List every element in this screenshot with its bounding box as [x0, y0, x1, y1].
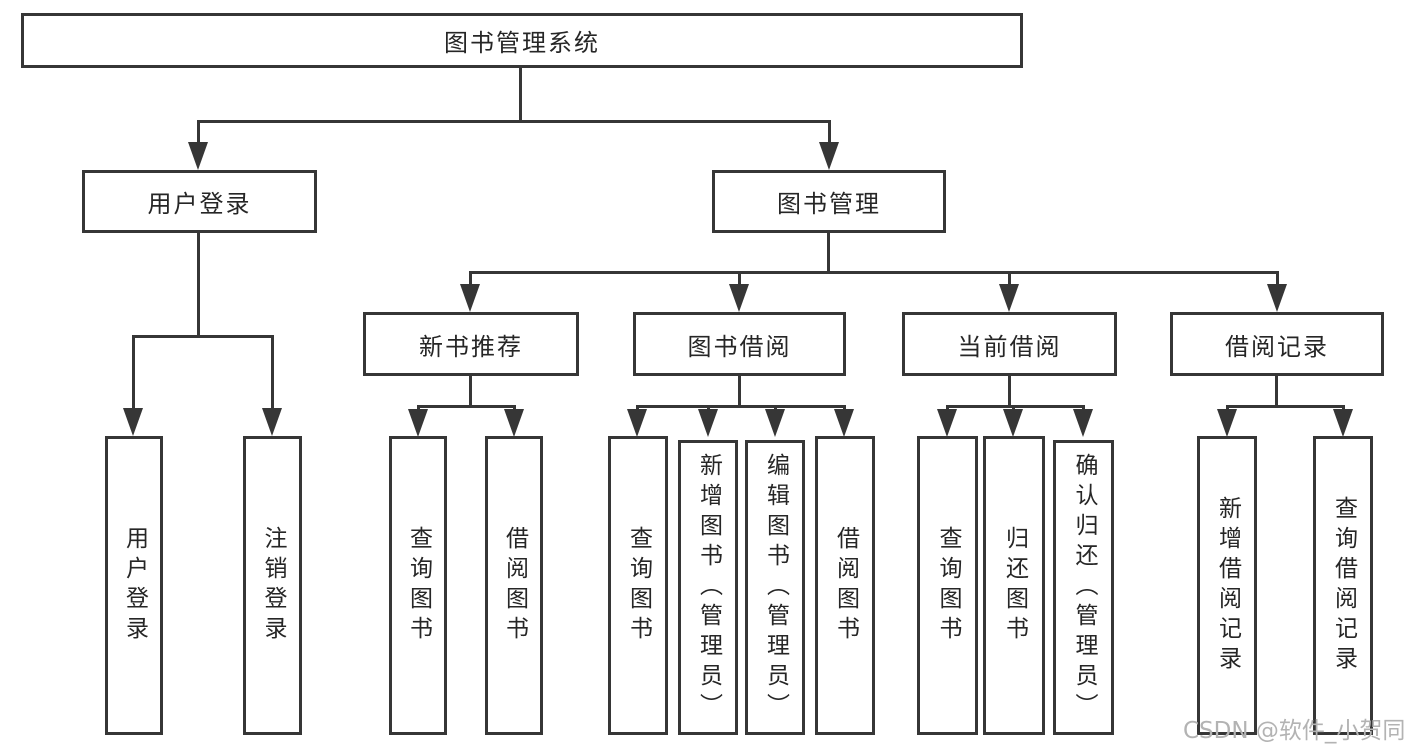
arrowhead-icon: [627, 409, 647, 437]
connector-line: [1226, 405, 1345, 408]
connector-line: [519, 68, 522, 121]
arrowhead-icon: [1217, 409, 1237, 437]
arrowhead-icon: [834, 409, 854, 437]
node-library-management-system: 图书管理系统: [21, 13, 1023, 68]
leaf-label: 归还图书: [1001, 525, 1028, 646]
arrowhead-icon: [1073, 409, 1093, 437]
connector-line: [197, 120, 831, 123]
leaf-borrow-books-recommend: 借阅图书: [485, 436, 543, 735]
leaf-label: 借阅图书: [501, 525, 528, 646]
leaf-add-book-admin: 新增图书（管理员）: [678, 440, 738, 735]
node-current-borrowing: 当前借阅: [902, 312, 1117, 376]
node-book-management: 图书管理: [712, 170, 946, 233]
node-label: 图书借阅: [687, 332, 792, 361]
connector-line: [738, 376, 741, 407]
node-label: 借阅记录: [1225, 332, 1329, 361]
leaf-confirm-return-admin: 确认归还（管理员）: [1053, 440, 1114, 735]
node-label: 新书推荐: [419, 332, 523, 361]
arrowhead-icon: [1003, 409, 1023, 437]
node-book-borrowing: 图书借阅: [633, 312, 846, 376]
connector-line: [271, 335, 274, 420]
node-new-book-recommend: 新书推荐: [363, 312, 579, 376]
leaf-borrow-books: 借阅图书: [815, 436, 875, 735]
leaf-label: 查询借阅记录: [1330, 495, 1357, 676]
connector-line: [469, 271, 472, 287]
connector-line: [1276, 271, 1279, 287]
connector-line: [827, 233, 830, 274]
arrowhead-icon: [1333, 409, 1353, 437]
leaf-add-borrow-record: 新增借阅记录: [1197, 436, 1257, 735]
node-label: 图书管理系统: [444, 29, 600, 57]
csdn-watermark: CSDN @软件_小贺同学: [1183, 718, 1405, 744]
arrowhead-icon: [698, 409, 718, 437]
arrowhead-icon: [504, 409, 524, 437]
leaf-edit-book-admin: 编辑图书（管理员）: [745, 440, 805, 735]
leaf-label: 注销登录: [260, 525, 286, 646]
arrowhead-icon: [999, 284, 1019, 312]
leaf-label: 查询图书: [405, 525, 432, 646]
connector-line: [738, 271, 741, 287]
arrowhead-icon: [408, 409, 428, 437]
connector-line: [469, 271, 1279, 274]
leaf-label: 查询图书: [935, 525, 961, 646]
node-label: 用户登录: [147, 190, 252, 218]
leaf-label: 新增图书（管理员）: [695, 452, 722, 723]
arrowhead-icon: [937, 409, 957, 437]
leaf-label: 确认归还（管理员）: [1071, 452, 1097, 723]
leaf-label: 新增借阅记录: [1214, 495, 1241, 676]
leaf-query-books-current: 查询图书: [917, 436, 978, 735]
connector-line: [828, 120, 831, 150]
connector-line: [1008, 376, 1011, 407]
connector-line: [946, 405, 1085, 408]
connector-line: [636, 405, 846, 408]
leaf-query-books-borrowing: 查询图书: [608, 436, 668, 735]
leaf-query-borrow-record: 查询借阅记录: [1313, 436, 1373, 735]
leaf-label: 用户登录: [121, 525, 148, 646]
arrowhead-icon: [819, 142, 839, 170]
connector-line: [132, 335, 135, 420]
connector-line: [417, 405, 516, 408]
arrowhead-icon: [765, 409, 785, 437]
arrowhead-icon: [729, 284, 749, 312]
arrowhead-icon: [1267, 284, 1287, 312]
connector-line: [197, 120, 200, 150]
connector-line: [469, 376, 472, 407]
connector-line: [132, 335, 274, 338]
leaf-label: 编辑图书（管理员）: [762, 452, 789, 723]
leaf-return-book: 归还图书: [983, 436, 1045, 735]
arrowhead-icon: [262, 408, 282, 436]
node-user-login: 用户登录: [82, 170, 317, 233]
arrowhead-icon: [123, 408, 143, 436]
node-label: 图书管理: [777, 190, 881, 218]
leaf-label: 借阅图书: [832, 525, 859, 646]
node-borrowing-records: 借阅记录: [1170, 312, 1384, 376]
connector-line: [1275, 376, 1278, 407]
connector-line: [197, 233, 200, 338]
leaf-label: 查询图书: [625, 525, 652, 646]
arrowhead-icon: [460, 284, 480, 312]
connector-line: [1008, 271, 1011, 287]
leaf-logout: 注销登录: [243, 436, 302, 735]
leaf-user-login: 用户登录: [105, 436, 163, 735]
leaf-query-books-recommend: 查询图书: [389, 436, 447, 735]
arrowhead-icon: [188, 142, 208, 170]
node-label: 当前借阅: [957, 332, 1062, 361]
